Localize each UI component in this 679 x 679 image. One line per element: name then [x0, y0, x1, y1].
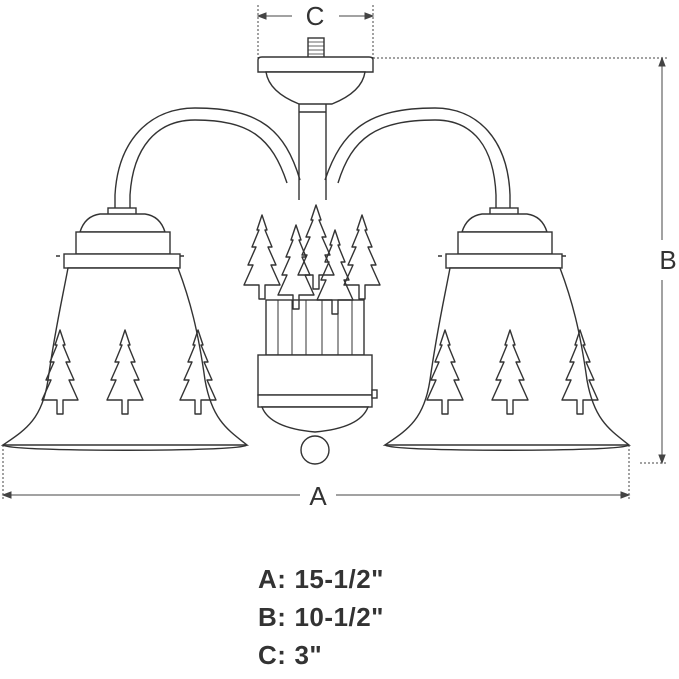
fixture-dimension-drawing: C B A [0, 1, 677, 511]
center-tree-cluster [243, 204, 381, 315]
left-shade [0, 207, 250, 451]
spec-row-c: C:3" [258, 636, 392, 674]
dimension-c [256, 5, 375, 58]
dimension-c-label: C [306, 1, 325, 31]
spec-key: C: [258, 640, 287, 670]
dimension-b-label: B [659, 245, 676, 275]
spec-row-a: A:15-1/2" [258, 560, 392, 598]
spec-key: B: [258, 602, 287, 632]
dimension-a [1, 445, 631, 500]
ceiling-canopy [257, 37, 374, 105]
spec-value: 3" [294, 640, 323, 670]
spec-value: 15-1/2" [294, 564, 384, 594]
center-stem [298, 104, 327, 200]
dimension-a-label: A [309, 481, 327, 511]
fixture-arms [114, 107, 511, 210]
spec-value: 10-1/2" [294, 602, 384, 632]
dimension-b [373, 56, 668, 465]
spec-row-b: B:10-1/2" [258, 598, 392, 636]
right-shade [382, 207, 632, 451]
center-body [257, 299, 378, 433]
spec-key: A: [258, 564, 287, 594]
dimension-specs: A:15-1/2" B:10-1/2" C:3" [258, 560, 392, 674]
finial [300, 435, 330, 465]
